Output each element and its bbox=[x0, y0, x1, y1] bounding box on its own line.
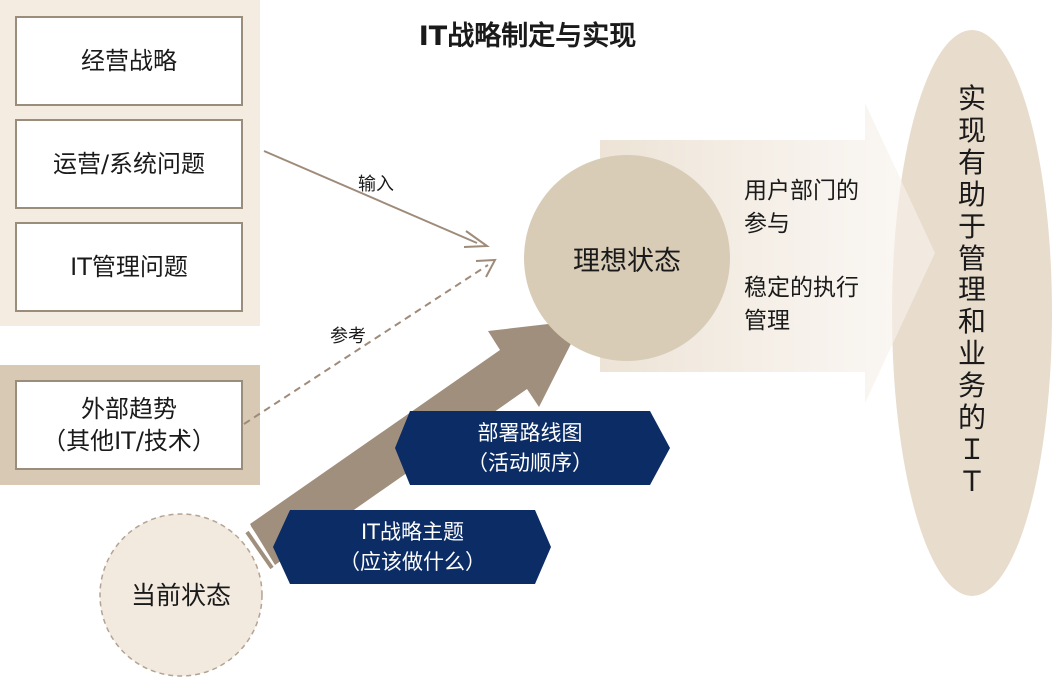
current-state-circle bbox=[99, 513, 263, 677]
ideal-state-label: 理想状态 bbox=[573, 245, 681, 277]
input-label: 输入 bbox=[358, 174, 394, 195]
input-arrow bbox=[263, 150, 478, 244]
reference-arrow bbox=[243, 264, 489, 425]
it-management-issues-box: IT管理问题 bbox=[15, 222, 243, 312]
external-trends-box: 外部趋势 （其他IT/技术） bbox=[15, 380, 243, 470]
roadmap-tag bbox=[395, 411, 670, 485]
goal-text: 实现有助于管理和业务的ＩＴ bbox=[957, 82, 986, 498]
theme-label: IT战略主题 （应该做什么） bbox=[339, 519, 486, 574]
ideal-state-circle bbox=[524, 155, 730, 361]
operations-issues-box: 运营/系统问题 bbox=[15, 119, 243, 209]
business-strategy-box: 经营战略 bbox=[15, 16, 243, 106]
progress-arrow-tail bbox=[245, 530, 274, 570]
reference-label: 参考 bbox=[330, 326, 366, 347]
goal-ellipse bbox=[892, 30, 1052, 596]
theme-tag bbox=[273, 510, 551, 584]
page-title: IT战略制定与实现 bbox=[418, 21, 637, 52]
external-trends-line2: （其他IT/技术） bbox=[42, 427, 216, 455]
stable-execution-text: 稳定的执行 管理 bbox=[744, 275, 859, 335]
current-state-label: 当前状态 bbox=[130, 581, 231, 610]
external-trends-line1: 外部趋势 bbox=[81, 394, 177, 423]
roadmap-label: 部署路线图 （活动顺序） bbox=[467, 420, 593, 475]
user-participation-text: 用户部门的 参与 bbox=[744, 178, 859, 238]
